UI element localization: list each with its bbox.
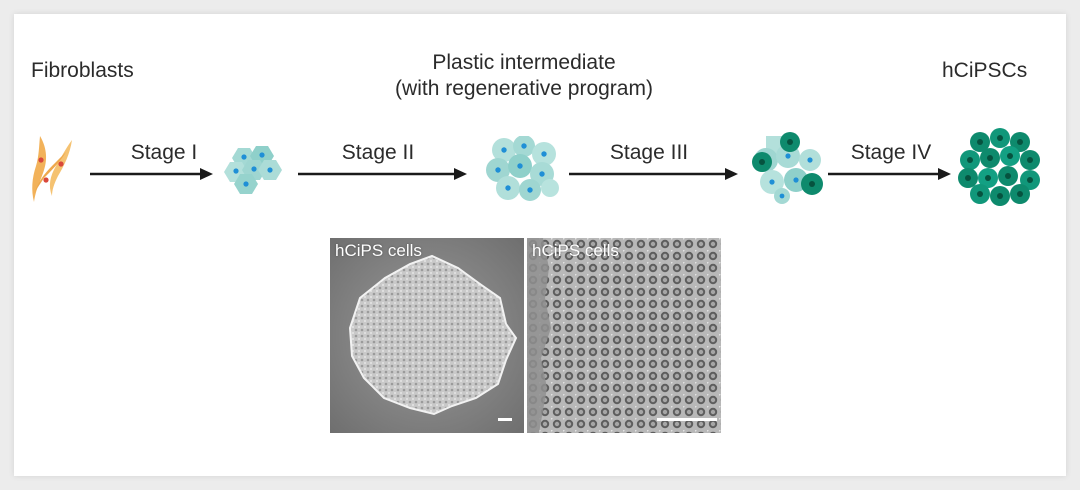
stage-4-label: Stage IV — [850, 141, 932, 164]
micrograph-1-scale-bar — [498, 418, 512, 421]
stage-2-arrow — [298, 168, 467, 180]
label-plastic-intermediate: Plastic intermediate (with regenerative … — [354, 50, 694, 102]
label-hcipscs: hCiPSCs — [942, 59, 1028, 82]
micrograph-1-caption: hCiPS cells — [335, 241, 422, 260]
label-intermediate-line1: Plastic intermediate — [432, 51, 616, 74]
plastic-intermediate-cluster — [486, 136, 559, 201]
micrograph-2-caption: hCiPS cells — [532, 241, 619, 260]
stage-1-label: Stage I — [130, 141, 198, 164]
stage-3-label: Stage III — [609, 141, 689, 164]
magnified-micrograph-image — [527, 238, 721, 433]
micrograph-2-scale-bar — [657, 418, 717, 421]
fibroblast-cells — [32, 136, 72, 202]
stage-4-arrow — [828, 168, 951, 180]
stage-3-arrow — [569, 168, 738, 180]
early-cell-cluster — [224, 146, 282, 194]
figure-card: Fibroblasts Plastic intermediate (with r… — [14, 14, 1066, 476]
stage-2-label: Stage II — [341, 141, 415, 164]
label-fibroblasts: Fibroblasts — [31, 59, 134, 82]
stage-1-arrow — [90, 168, 213, 180]
micrograph-magnified: hCiPS cells — [527, 238, 721, 433]
hcipsc-colony — [958, 128, 1040, 206]
colony-micrograph-image — [330, 238, 524, 433]
transition-cell-cluster — [752, 132, 823, 204]
micrograph-colony: hCiPS cells — [330, 238, 524, 433]
label-intermediate-line2: (with regenerative program) — [395, 77, 653, 100]
